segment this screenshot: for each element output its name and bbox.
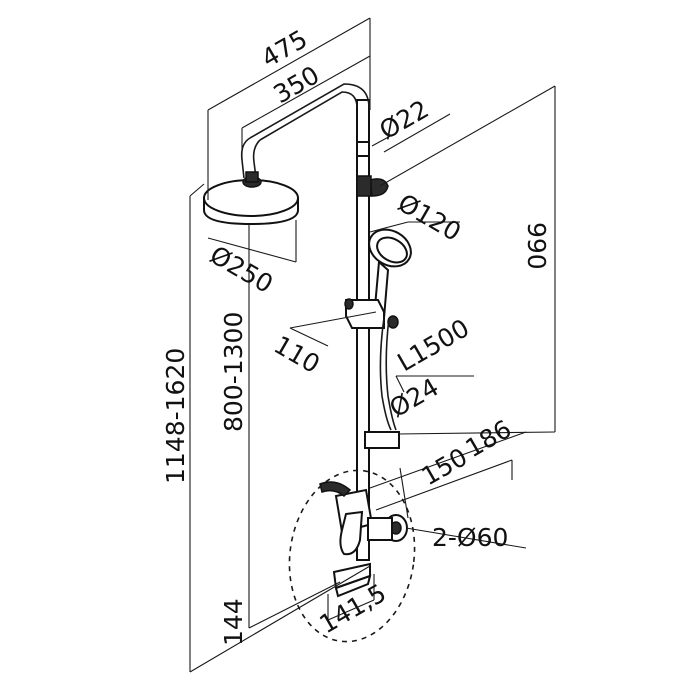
mixer-valve [319, 481, 408, 556]
rain-shower-head [203, 171, 299, 226]
dim-1148-1620-label: 1148-1620 [161, 348, 190, 484]
dim-2d60-leader [405, 527, 527, 549]
floor-reference-line [189, 565, 371, 673]
dim-990-label: 990 [522, 222, 551, 270]
slide-holder-cap [387, 315, 399, 329]
dim-110-line [289, 311, 377, 329]
mixer-handle [339, 510, 364, 556]
dim-150-line [375, 459, 513, 511]
wall-bracket-upper [356, 175, 389, 197]
hose-connector-body [364, 431, 400, 449]
dim-141-5-line [327, 599, 375, 621]
head-connector-right [252, 139, 261, 179]
spout-outlet [334, 574, 372, 598]
dim-186-label: 186 [461, 414, 517, 463]
hand-shower-face [376, 236, 408, 264]
dim-110-ext [289, 327, 329, 347]
dim-d22-label: Ø22 [375, 94, 434, 145]
overhead-arm-outer [259, 91, 358, 141]
dim-144-label: 144 [219, 598, 248, 646]
dim-990-ext-top [379, 85, 556, 187]
shower-hose [379, 317, 397, 431]
dim-l1500-leader [395, 375, 405, 393]
dim-800-1300-label: 800-1300 [219, 312, 248, 432]
bracket-upper-body [369, 178, 389, 197]
dim-475-line [207, 17, 371, 111]
dim-150-label: 150 [417, 442, 473, 491]
dim-d120-leader [369, 221, 409, 233]
dim-350-line [241, 55, 371, 129]
slide-holder-knob [344, 298, 354, 310]
detail-highlight-ellipse [288, 469, 416, 643]
overhead-arm-inner [249, 83, 370, 139]
dim-1148-1620-ext-top [189, 183, 205, 197]
hose-line-2 [385, 317, 397, 431]
dim-d22-ref [383, 113, 451, 153]
hose-connector [364, 431, 400, 449]
dim-d24-label: Ø24 [385, 372, 444, 423]
dim-l1500-label: L1500 [393, 313, 475, 377]
dim-150-ext-left [399, 467, 409, 519]
connector-pipe [367, 517, 393, 541]
slide-holder [344, 298, 399, 329]
hose-line-1 [379, 317, 392, 431]
mixer-lever [319, 481, 352, 498]
dim-d250-line [207, 237, 297, 263]
dimension-lines [189, 17, 556, 673]
bracket-upper-clamp [356, 175, 372, 197]
pipe-nut [356, 141, 370, 157]
head-ball [245, 171, 259, 183]
dim-186-line [369, 431, 527, 489]
dim-d250-label: Ø250 [205, 240, 278, 299]
dim-110-label: 110 [269, 330, 325, 379]
dim-2d60-label: 2-Ø60 [432, 523, 508, 552]
dim-144-ext [248, 581, 341, 629]
dim-d22-leader [371, 133, 395, 147]
dim-990-ext-bottom [397, 431, 556, 435]
